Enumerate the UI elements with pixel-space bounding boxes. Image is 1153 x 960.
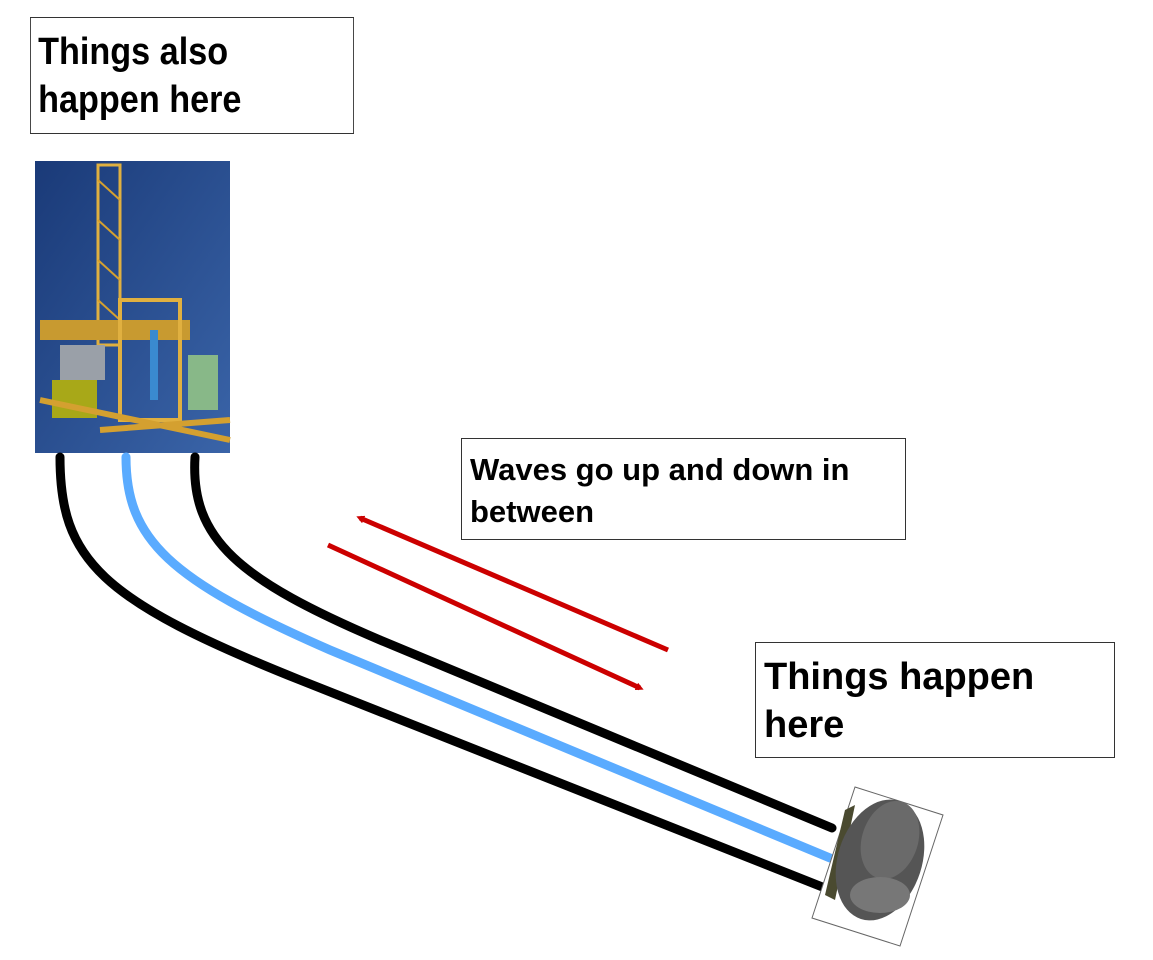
outer-pipe-wall [55, 452, 835, 895]
between-label: Waves go up and down in between [470, 452, 850, 529]
surface-label: Things also happen here [38, 31, 242, 121]
inner-pipe-wall [190, 452, 837, 833]
downhole-label-box: Things happen here [755, 642, 1115, 758]
drill-bit-image [811, 786, 944, 947]
between-label-box: Waves go up and down in between [461, 438, 906, 540]
pipe-lines [55, 452, 837, 895]
signal-line [121, 452, 835, 863]
drilling-rig-image [35, 161, 231, 453]
downward-wave-arrow [326, 542, 644, 691]
upward-wave-arrow [356, 515, 669, 653]
wave-arrows [326, 515, 669, 691]
surface-label-box: Things also happen here [30, 17, 354, 134]
downhole-label: Things happen here [764, 656, 1035, 746]
